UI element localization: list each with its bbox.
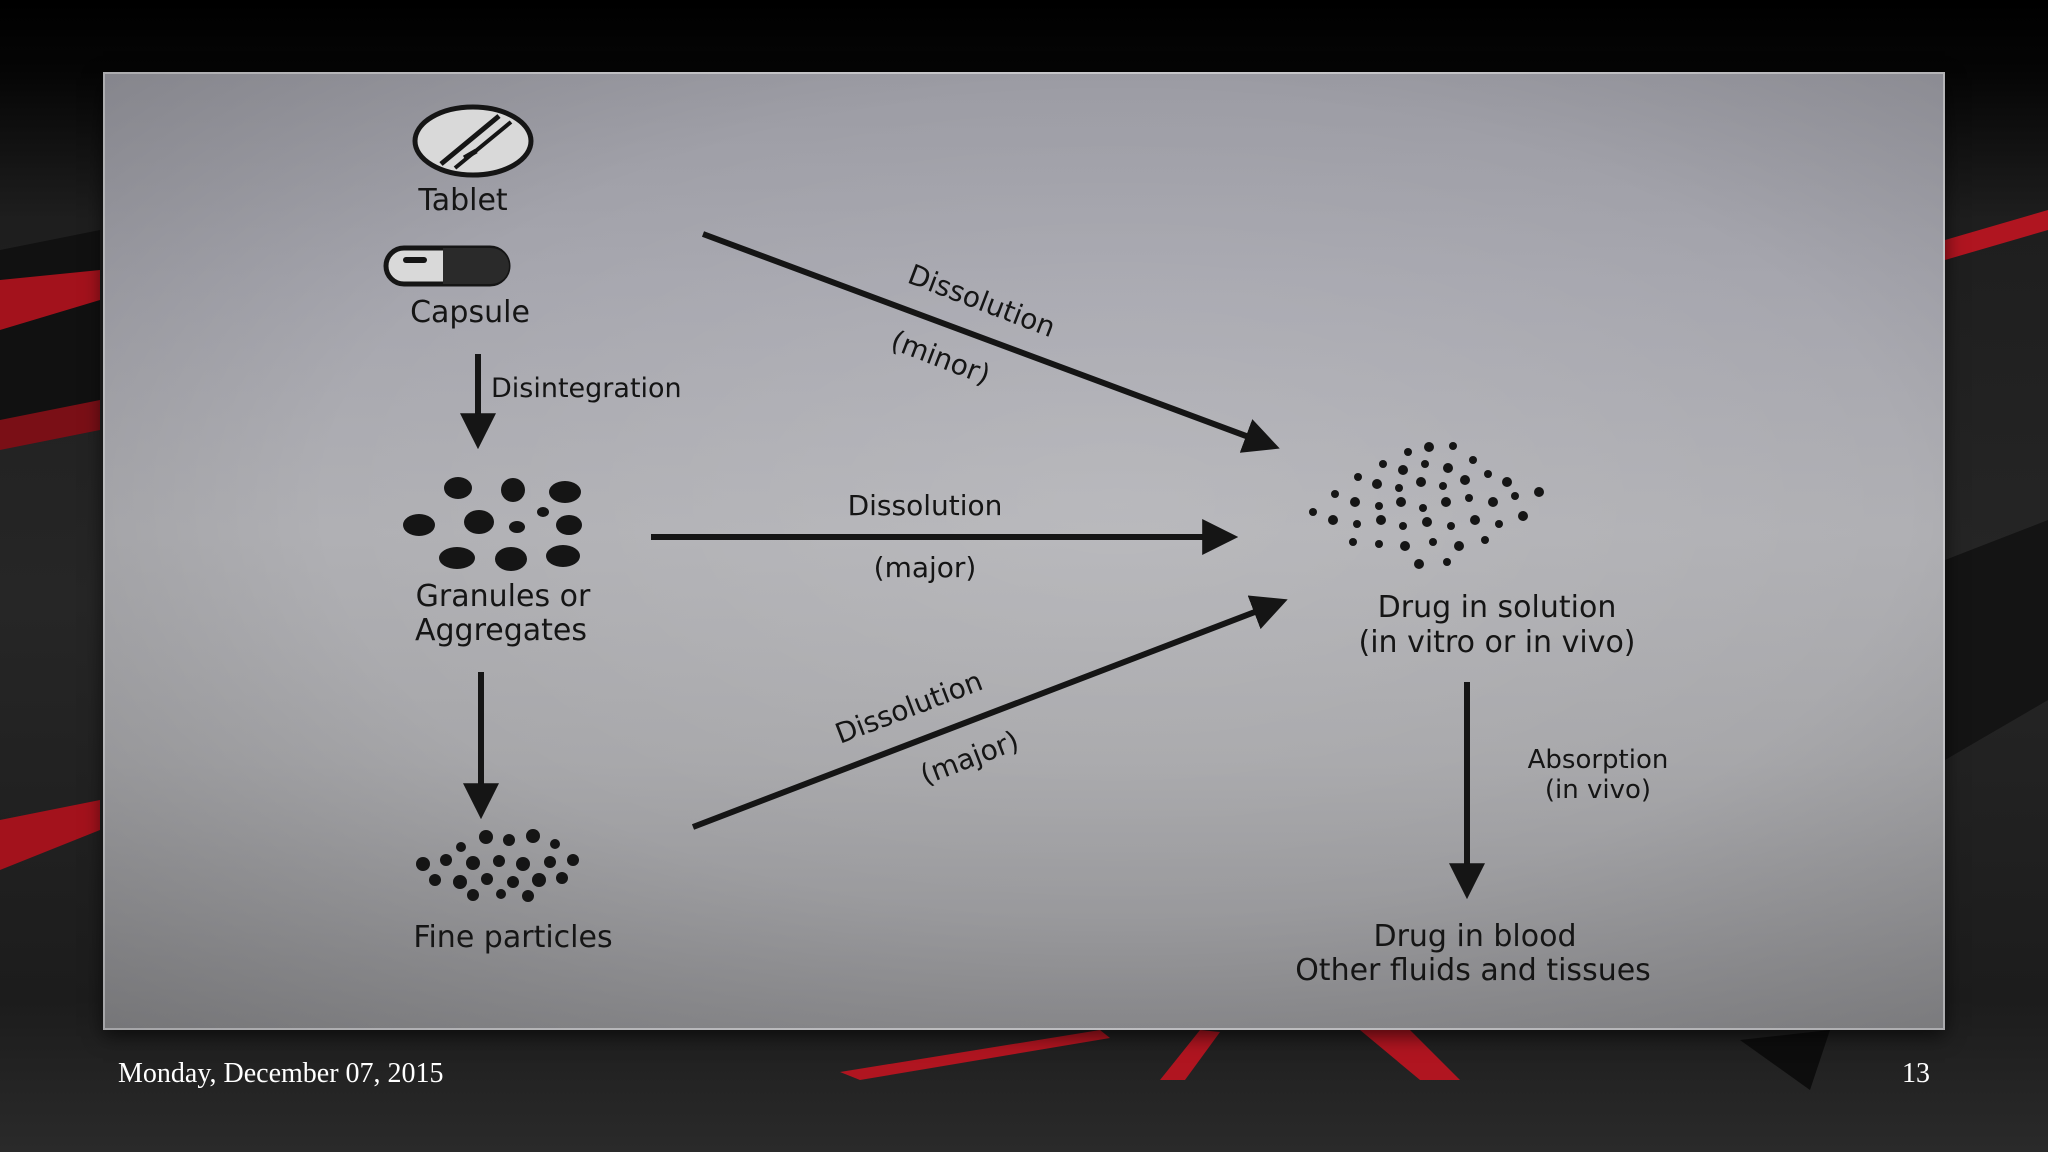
drug-solution-label-line2: (in vitro or in vivo) [1358,625,1635,660]
dissolution-major-1-label: Dissolution [848,489,1003,522]
diagram-photo: Tablet Capsule Disintegration Granules o… [103,72,1945,1030]
dissolution-major-1-note: (major) [874,551,977,584]
drug-blood-label-line2: Other fluids and tissues [1295,953,1651,988]
granules-label-line2: Aggregates [415,613,587,648]
drug-solution-dots-icon [1309,442,1544,569]
drug-blood-label-line1: Drug in blood [1373,919,1576,954]
tablet-label: Tablet [417,183,508,218]
disintegration-label: Disintegration [491,373,682,404]
footer-date: Monday, December 07, 2015 [118,1058,444,1089]
drug-solution-label-line1: Drug in solution [1378,590,1617,625]
granules-icon [403,477,582,571]
capsule-label: Capsule [410,295,530,330]
absorption-label-line2: (in vivo) [1545,775,1651,805]
fine-particles-label: Fine particles [413,920,612,955]
dissolution-minor-label: Dissolution [903,258,1059,344]
dissolution-major-2-label: Dissolution [831,664,987,750]
granules-label-line1: Granules or [416,579,591,614]
dissolution-minor-arrow [701,231,1280,453]
capsule-icon [383,245,511,287]
absorption-label-line1: Absorption [1528,745,1669,775]
slide-number: 13 [1902,1058,1930,1089]
tablet-icon [412,104,534,178]
photo-vignette [103,72,1945,1030]
fine-particles-icon [416,829,579,902]
dissolution-major-arrow-2 [691,595,1288,830]
drug-dissolution-diagram: Tablet Capsule Disintegration Granules o… [383,104,1669,988]
